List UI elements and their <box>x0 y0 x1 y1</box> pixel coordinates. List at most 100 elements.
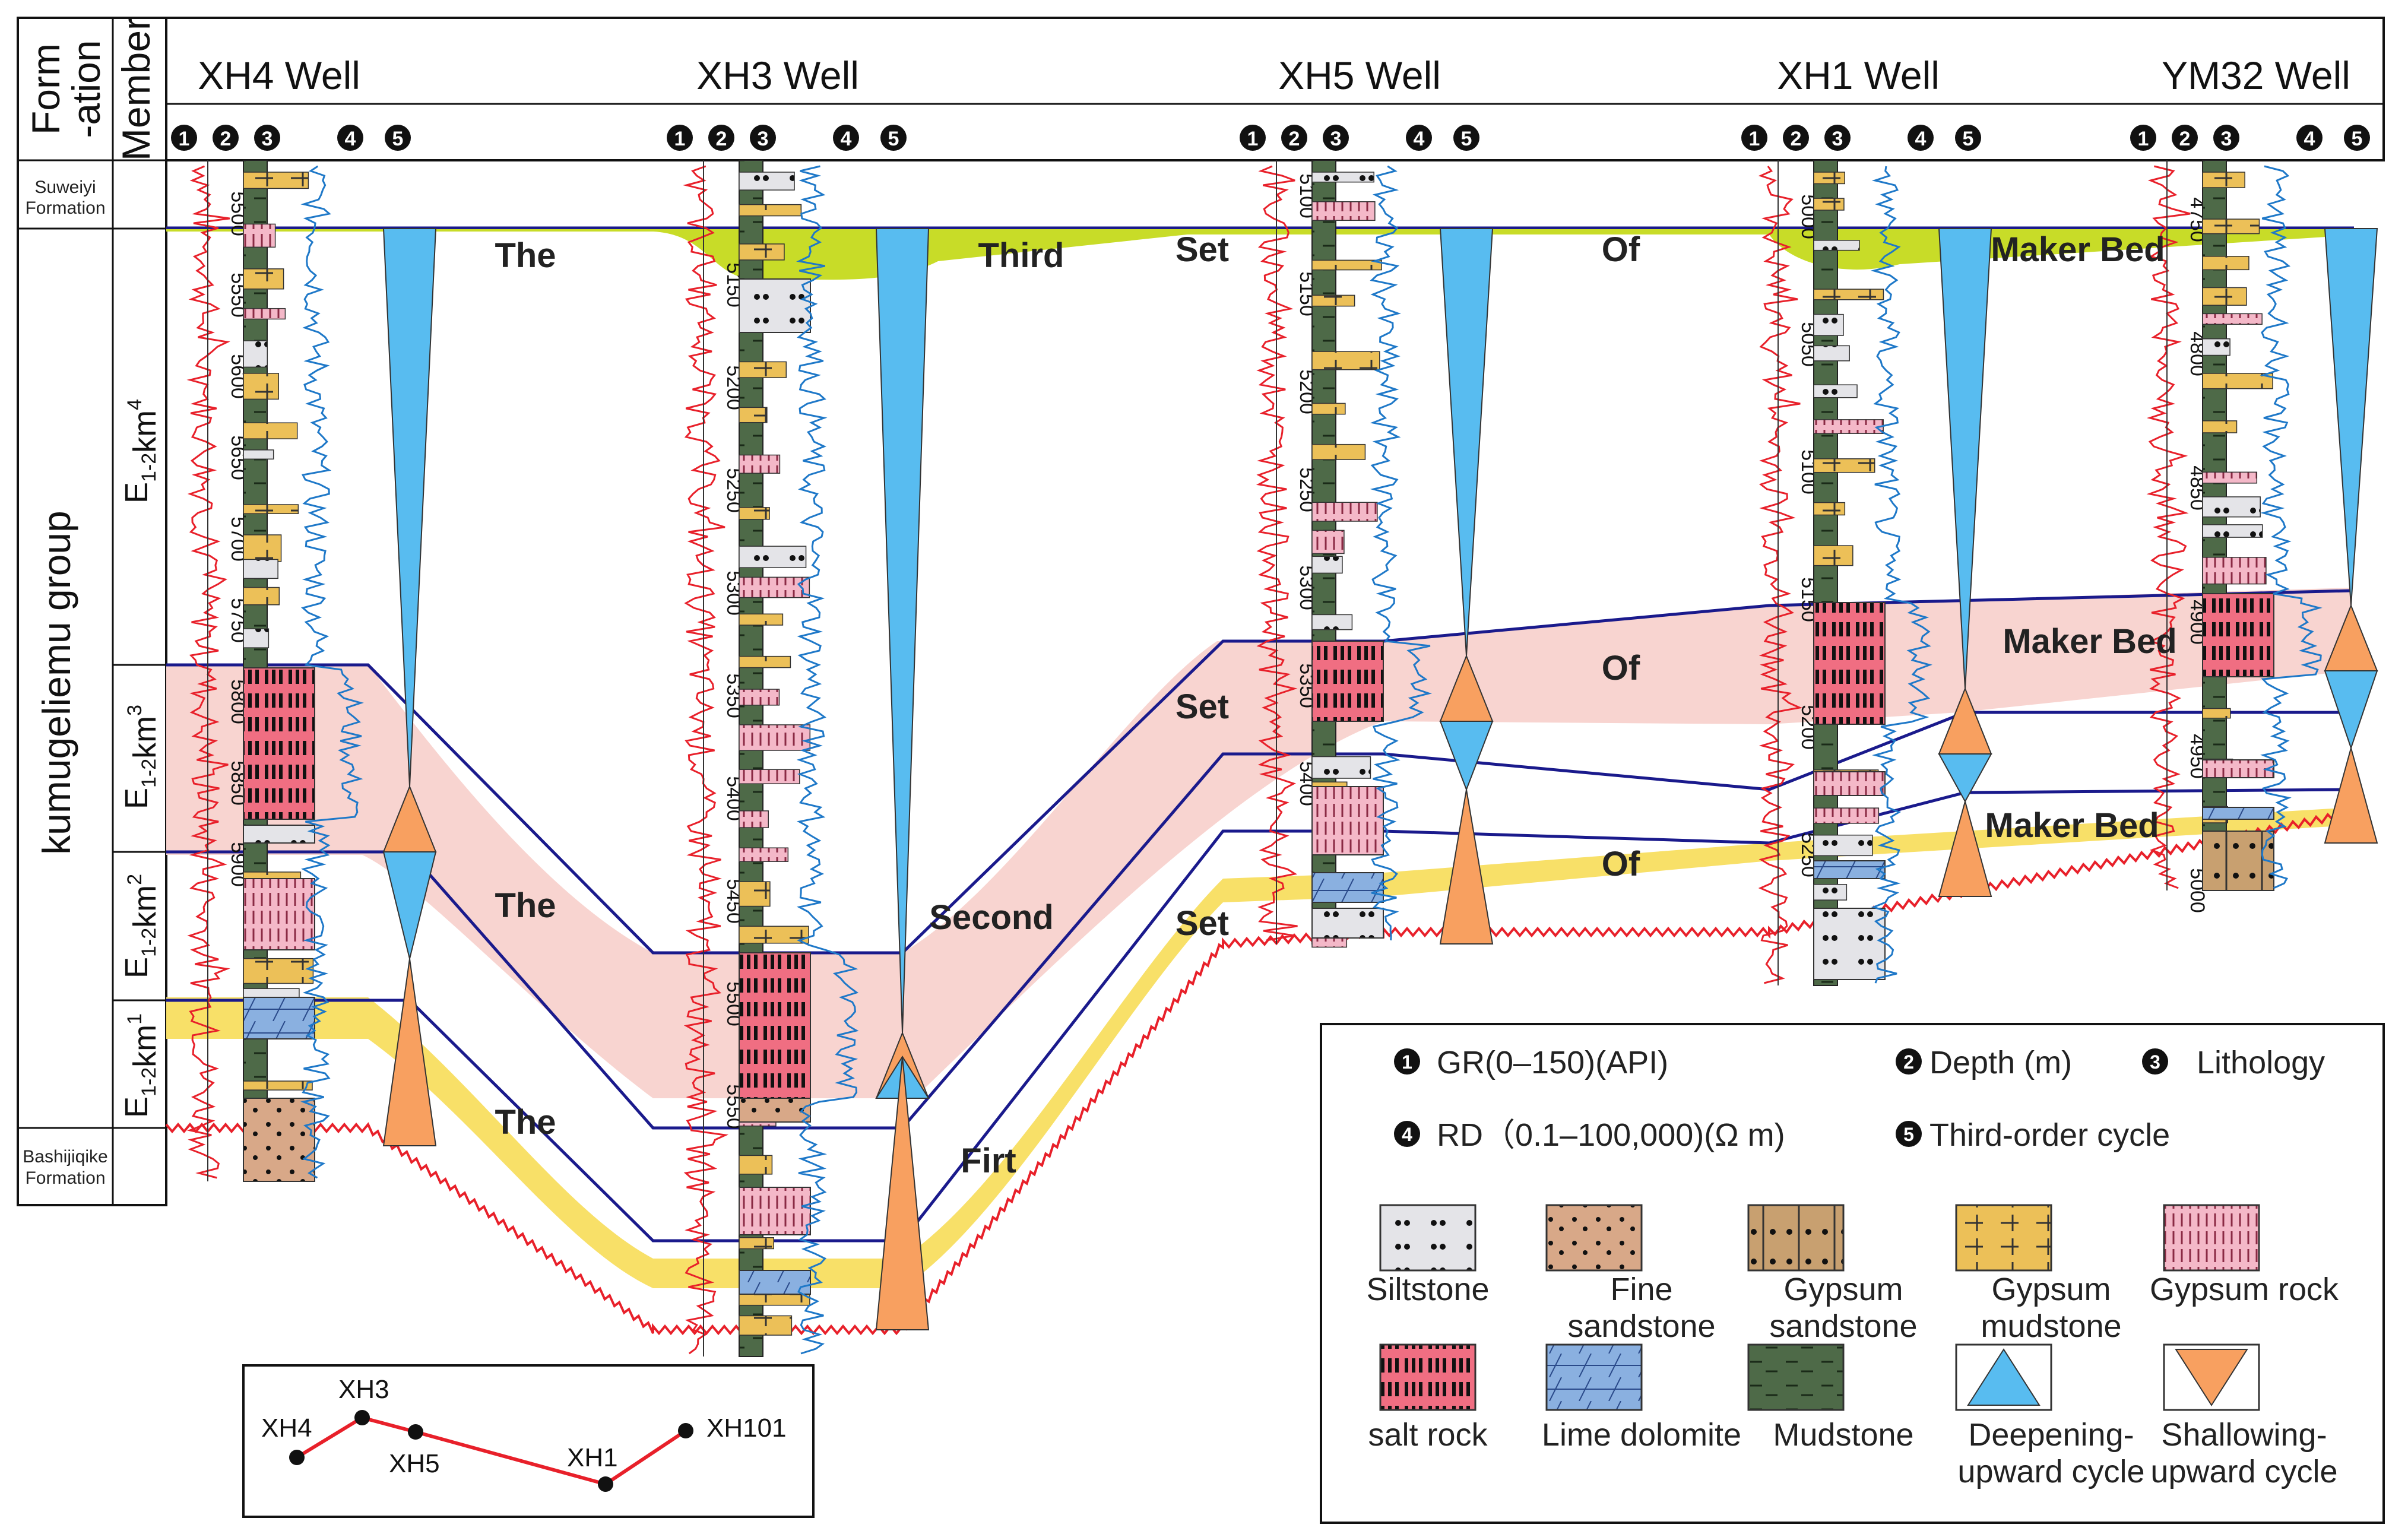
lithology-bed <box>243 878 315 950</box>
track-badge-circle <box>1783 125 1809 151</box>
lithology-bed <box>243 1098 315 1182</box>
legend-swatch <box>1545 1343 1643 1411</box>
shallowing-triangle <box>2324 746 2378 844</box>
well-title-xh3: XH3 Well <box>696 53 859 97</box>
well-location-label: XH1 <box>567 1443 618 1472</box>
legend-item-label: Siltstone <box>1366 1272 1489 1307</box>
legend-swatch <box>1379 1343 1477 1411</box>
track-badge-circle <box>880 125 907 151</box>
lithology-bed <box>739 243 785 261</box>
gr-curve <box>1758 166 1803 984</box>
legend-item-label: Lime dolomite <box>1542 1417 1741 1453</box>
track-badge-number: 2 <box>2179 128 2191 150</box>
track-badge-number: 5 <box>2352 128 2363 150</box>
well-location-label: XH3 <box>338 1375 389 1404</box>
lithology-bed <box>739 278 811 333</box>
deepening-triangle <box>1938 753 1992 803</box>
lithology-bed <box>739 1155 773 1175</box>
track-badge-circle <box>2213 125 2239 151</box>
track-badge-circle <box>171 125 197 151</box>
lithology-bed <box>739 546 807 568</box>
lithology-bed <box>243 1080 313 1091</box>
well-location-label: XH5 <box>389 1449 440 1478</box>
lithology-bed <box>1311 172 1374 183</box>
shallowing-icon <box>2175 1349 2248 1406</box>
lithology-bed <box>1813 771 1886 796</box>
lithology-bed <box>739 1237 774 1250</box>
lithology-bed <box>243 223 276 248</box>
lithology-bed <box>243 340 268 368</box>
track-badge-number: 2 <box>1791 128 1802 150</box>
legend-item-label: Gypsum rock <box>2150 1272 2339 1307</box>
sequence-label-second: Of <box>1602 649 1640 687</box>
gr-curve <box>683 165 729 1355</box>
lithology-bed <box>739 881 771 907</box>
lithology-bed <box>2202 759 2274 778</box>
lithology-bed <box>739 407 768 423</box>
legend-item-label: salt rock <box>1368 1417 1488 1453</box>
legend-item-label: Deepening-upward cycle <box>1957 1417 2144 1489</box>
legend-badge-number: 4 <box>1402 1124 1412 1145</box>
sequence-label-second: Maker Bed <box>2003 622 2176 661</box>
lithology-bed <box>243 958 314 984</box>
track-badge-circle <box>254 125 280 151</box>
lithology-bed <box>2202 420 2238 433</box>
salt-rock-bed <box>739 952 811 1099</box>
shallowing-triangle <box>1439 789 1494 945</box>
lithology-bed <box>1813 419 1884 434</box>
legend-badge <box>1896 1121 1922 1147</box>
lithology-bed <box>1311 530 1345 554</box>
lithology-bed <box>1813 172 1845 185</box>
shallowing-triangle <box>1938 799 1992 897</box>
lithology-bed <box>739 655 791 668</box>
lithology-bed <box>243 534 282 562</box>
lithology-bed <box>1311 614 1353 630</box>
lithology-bed <box>2202 338 2230 356</box>
lithology-bed <box>1311 259 1382 271</box>
legend-cycle: Third-order cycle <box>1929 1117 2170 1153</box>
legend-swatch <box>2163 1204 2260 1272</box>
sequence-label-first: Of <box>1602 845 1640 883</box>
lithology-bed <box>739 769 800 785</box>
lithology-bed <box>243 997 315 1039</box>
member-label-2: E1-2km2 <box>119 874 163 978</box>
lithology-bed <box>1813 313 1844 336</box>
track-badge-number: 5 <box>392 128 404 150</box>
lithology-bed <box>1813 198 1845 211</box>
lithology-bed <box>1813 384 1858 398</box>
track-badge-number: 1 <box>179 128 190 150</box>
well-location-dot <box>678 1423 693 1438</box>
lithology-bed <box>1813 908 1886 980</box>
lithology-bed <box>2202 831 2274 891</box>
deepening-triangle <box>2324 228 2378 606</box>
deepening-triangle <box>2324 670 2378 750</box>
sequence-label-first: Maker Bed <box>1985 806 2159 845</box>
member-header: Member <box>114 17 158 161</box>
well-title-xh4: XH4 Well <box>198 53 360 97</box>
track-badge-circle <box>337 125 363 151</box>
lithology-bed <box>739 1315 793 1336</box>
track-badge-circle <box>385 125 411 151</box>
track-badge-circle <box>2344 125 2370 151</box>
salt-rock-bed <box>1813 602 1886 725</box>
legend-gr: GR(0–150)(API) <box>1437 1045 1668 1080</box>
track-badge-circle <box>1406 125 1432 151</box>
track-badge-number: 3 <box>1832 128 1843 150</box>
lithology-bed <box>1311 201 1376 221</box>
lithology-bed <box>1311 908 1384 939</box>
lithology-bed <box>243 172 309 189</box>
lithology-bed <box>739 847 789 862</box>
deepening-triangle <box>1439 721 1494 791</box>
sequence-label-third: Of <box>1602 230 1640 269</box>
lithology-bed <box>1813 240 1860 251</box>
lithology-bed <box>1813 289 1884 300</box>
lithology-bed <box>2202 496 2261 518</box>
sequence-label-second: The <box>495 886 556 925</box>
well-title-ym32: YM32 Well <box>2162 53 2350 97</box>
rd-curve <box>1370 165 1432 941</box>
